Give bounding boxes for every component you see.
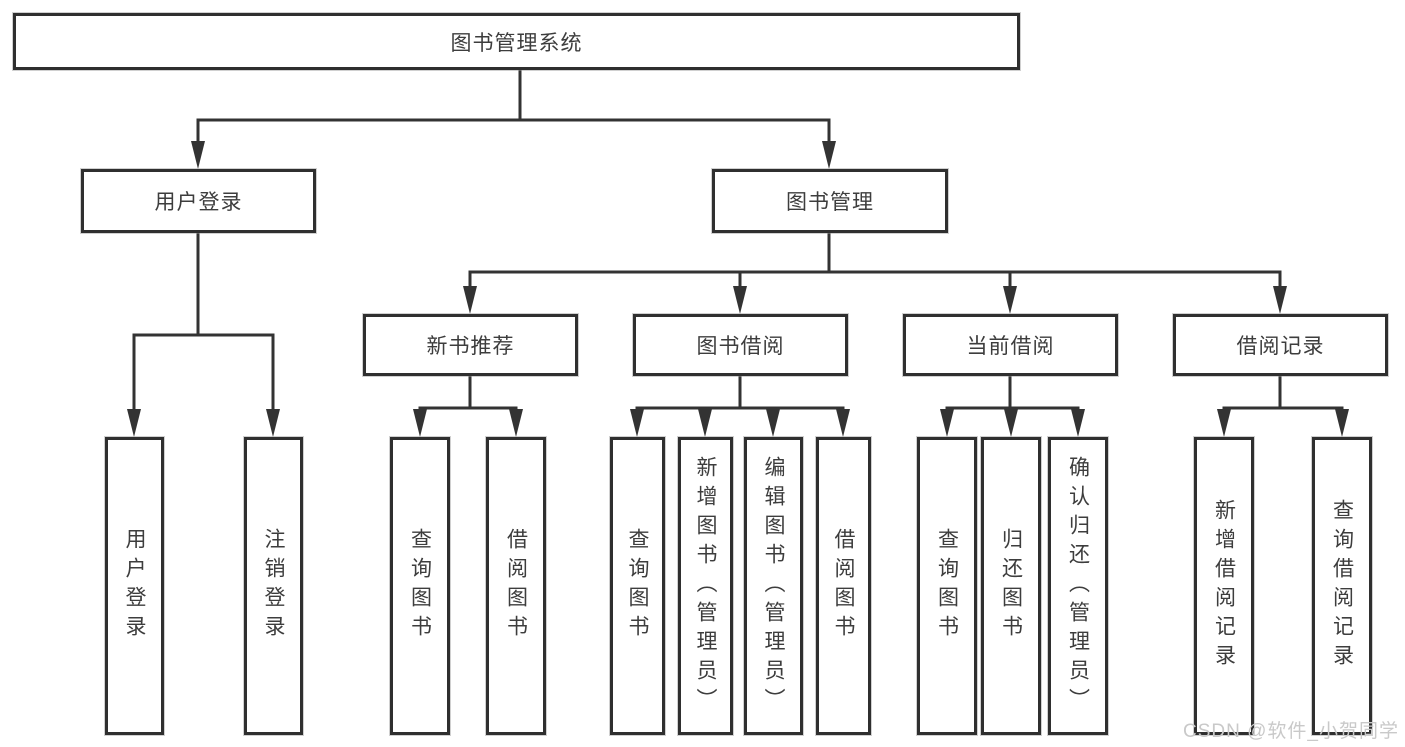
leaf-br-query-record: 查询借阅记录 <box>1312 437 1372 735</box>
leaf-label: 借阅图书 <box>832 528 855 644</box>
node-label: 图书管理系统 <box>450 31 583 55</box>
leaf-label: 归还图书 <box>999 528 1023 644</box>
leaf-cb-query-book: 查询图书 <box>917 437 977 735</box>
leaf-label: 查询图书 <box>626 528 649 644</box>
node-current-borrow: 当前借阅 <box>903 314 1118 376</box>
leaf-label: 查询借阅记录 <box>1330 499 1354 673</box>
leaf-nb-borrow-book: 借阅图书 <box>486 437 546 735</box>
leaf-nb-query-book: 查询图书 <box>390 437 450 735</box>
leaf-label: 借阅图书 <box>504 528 528 644</box>
leaf-cb-return-book: 归还图书 <box>981 437 1041 735</box>
leaf-cb-confirm-return-admin: 确认归还（管理员） <box>1048 437 1108 735</box>
leaf-br-add-record: 新增借阅记录 <box>1194 437 1254 735</box>
leaf-logout: 注销登录 <box>244 437 303 735</box>
node-new-book-recommend: 新书推荐 <box>363 314 578 376</box>
leaf-label: 确认归还（管理员） <box>1066 455 1090 717</box>
leaf-label: 新增图书（管理员） <box>694 455 717 717</box>
leaf-label: 查询图书 <box>408 528 432 644</box>
leaf-bb-query-book: 查询图书 <box>610 437 665 735</box>
node-label: 用户登录 <box>154 191 243 214</box>
node-user-login-branch: 用户登录 <box>81 169 316 233</box>
node-borrow-record: 借阅记录 <box>1173 314 1388 376</box>
leaf-bb-borrow-book: 借阅图书 <box>816 437 871 735</box>
node-book-management-branch: 图书管理 <box>712 169 948 233</box>
leaf-label: 查询图书 <box>935 528 959 644</box>
leaf-bb-add-book-admin: 新增图书（管理员） <box>678 437 733 735</box>
node-system-root: 图书管理系统 <box>13 13 1020 70</box>
node-label: 当前借阅 <box>966 335 1055 358</box>
node-label: 借阅记录 <box>1236 335 1325 358</box>
leaf-label: 用户登录 <box>123 528 146 644</box>
leaf-label: 编辑图书（管理员） <box>762 455 785 717</box>
leaf-label: 新增借阅记录 <box>1212 499 1236 673</box>
node-label: 新书推荐 <box>426 335 515 358</box>
leaf-label: 注销登录 <box>262 528 285 644</box>
node-label: 图书借阅 <box>696 335 785 358</box>
csdn-watermark: CSDN @软件_小贺同学 <box>1183 721 1399 742</box>
leaf-user-login: 用户登录 <box>105 437 164 735</box>
node-book-borrow: 图书借阅 <box>633 314 848 376</box>
node-label: 图书管理 <box>786 191 874 214</box>
leaf-bb-edit-book-admin: 编辑图书（管理员） <box>744 437 803 735</box>
